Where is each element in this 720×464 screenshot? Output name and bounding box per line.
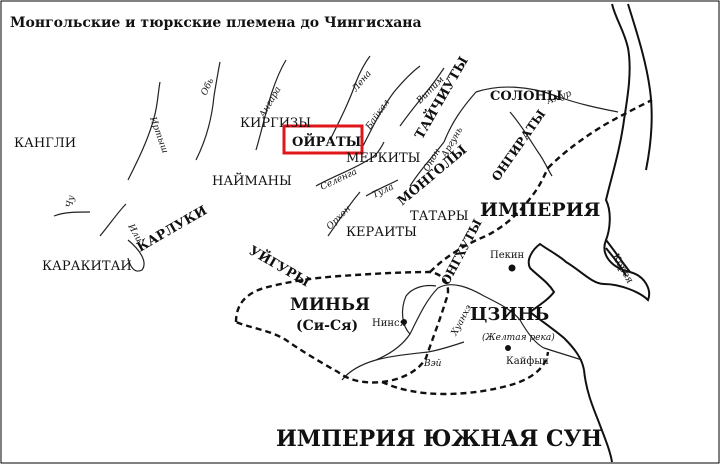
- label-tatary: ТАТАРЫ: [410, 209, 469, 224]
- river-vitim-line: [399, 67, 445, 127]
- label-ongkhuty: ОНГХУТЫ: [438, 217, 484, 288]
- coastline-east-right: [627, 3, 653, 171]
- label-ongiraty: ОНГИРАТЫ: [489, 107, 548, 183]
- river-ili-line: [99, 203, 127, 237]
- label-merkity: МЕРКИТЫ: [346, 151, 421, 166]
- label-tula: Тула: [371, 182, 395, 200]
- label-irtysh: Иртыш: [147, 115, 170, 155]
- river-lake-balkhash: [127, 239, 145, 272]
- label-naimany: НАЙМАНЫ: [212, 172, 292, 189]
- river-vei-line: [375, 341, 465, 361]
- label-tszin: ЦЗИНЬ: [470, 304, 549, 325]
- label-karakitai: КАРАКИТАИ: [42, 259, 132, 274]
- label-keraity: КЕРАИТЫ: [346, 225, 417, 240]
- border-minia: [234, 270, 450, 384]
- river-selenga-line: [315, 141, 385, 187]
- label-karluki: КАРЛУКИ: [135, 203, 210, 255]
- map-title: Монгольские и тюркские племена до Чингис…: [10, 15, 422, 31]
- river-argun-line: [443, 91, 477, 143]
- label-kaifyn: Кайфын: [506, 356, 549, 367]
- city-pekin-dot: [508, 264, 516, 272]
- label-solony: СОЛОНЫ: [490, 89, 563, 104]
- river-onon-line: [409, 141, 445, 187]
- label-kangli: КАНГЛИ: [14, 136, 76, 151]
- river-huanghe: [341, 284, 583, 381]
- river-amur-line: [475, 86, 619, 113]
- label-selenga: Селенга: [319, 167, 359, 193]
- label-ninsia: Нинся: [372, 318, 406, 329]
- border-empire-east: [547, 98, 653, 169]
- river-irtysh-line: [127, 81, 161, 181]
- river-chu-line: [53, 211, 91, 217]
- label-chu: Чу: [65, 194, 77, 208]
- label-south-sung: ИМПЕРИЯ ЮЖНАЯ СУН: [276, 426, 602, 452]
- label-ob: Обь: [199, 76, 217, 97]
- highlight-box: [282, 124, 364, 155]
- label-imperia: ИМПЕРИЯ: [480, 199, 600, 221]
- river-tula-line: [365, 179, 399, 197]
- coastline-korea: [605, 239, 631, 277]
- coastline-north: [603, 3, 650, 302]
- river-huanghe-loop: [401, 284, 437, 335]
- label-kirgizy: КИРГИЗЫ: [240, 116, 311, 131]
- label-pekin: Пекин: [490, 250, 525, 261]
- label-minia-alt: (Си-Ся): [296, 318, 358, 334]
- label-vei: Вэй: [423, 359, 442, 369]
- label-lena: Лена: [350, 69, 374, 95]
- city-ninsia-dot: [401, 319, 407, 325]
- river-ongirat-branch: [509, 111, 553, 177]
- river-ob-line: [195, 61, 221, 161]
- label-minia: МИНЬЯ: [290, 295, 370, 315]
- river-orkhon-line: [327, 191, 361, 237]
- label-koreya: Корея: [609, 252, 635, 286]
- city-kaifyn-dot: [505, 345, 511, 351]
- coastline-south: [583, 369, 613, 463]
- river-baikal-line: [361, 65, 421, 149]
- border-empire-north: [429, 167, 550, 273]
- river-lena-line: [329, 55, 371, 141]
- coastline-bohai: [527, 242, 605, 371]
- label-zheltaya: (Желтая река): [482, 332, 555, 343]
- label-baikal: Байкал: [364, 98, 393, 133]
- label-oiraty: ОЙРАТЫ: [292, 133, 362, 150]
- river-angara-line: [255, 59, 287, 151]
